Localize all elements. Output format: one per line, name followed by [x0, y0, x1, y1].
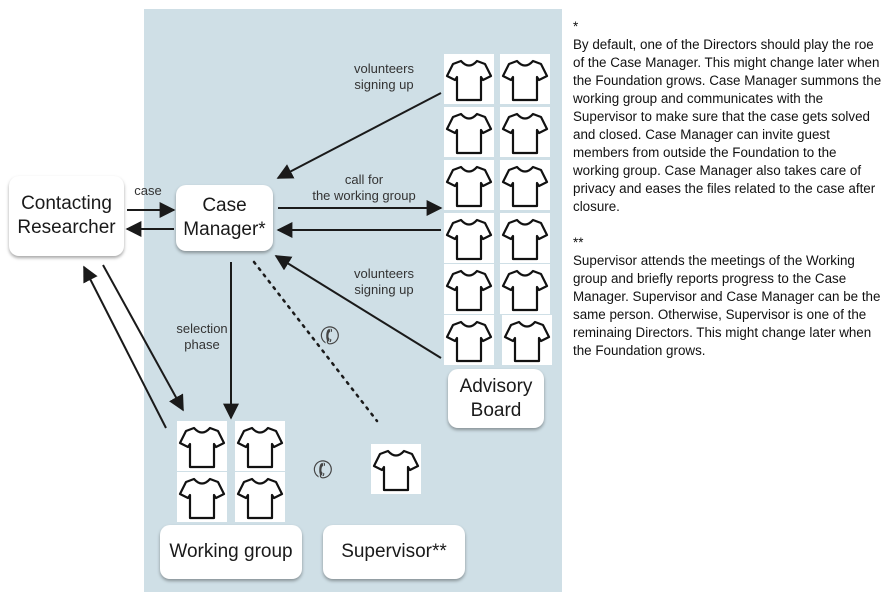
label-volunteers-top: volunteers signing up: [354, 61, 414, 92]
t-shirt-icon: [235, 421, 285, 471]
label-selection-phase: selection phase: [176, 321, 228, 352]
case-manager-node: Case Manager*: [176, 185, 273, 251]
arrow-working-group-to-researcher: [83, 265, 167, 429]
label-case: case: [134, 183, 162, 198]
note-2-marker: **: [573, 235, 584, 250]
arrow-researcher-to-working-group: [102, 264, 184, 412]
label-call-for-working-group: call for the working group: [312, 172, 416, 203]
t-shirt-icon: [444, 54, 494, 104]
t-shirt-icon: [177, 472, 227, 522]
t-shirt-icon: [444, 315, 494, 365]
t-shirt-icon: [444, 107, 494, 157]
notes-panel: * By default, one of the Directors shoul…: [573, 18, 885, 378]
working-group-label: Working group: [169, 541, 293, 562]
note-1-text: By default, one of the Directors should …: [573, 37, 882, 214]
label-volunteers-bottom: volunteers signing up: [354, 266, 414, 297]
t-shirt-icon: [500, 54, 550, 104]
supervisor-label: Supervisor**: [341, 541, 447, 562]
case-manager-label: Case Manager*: [183, 195, 266, 240]
note-1-marker: *: [573, 19, 579, 34]
t-shirt-icon: [500, 107, 550, 157]
dotted-line-case-manager-supervisor: [252, 260, 379, 423]
note-2-text: Supervisor attends the meetings of the W…: [573, 253, 881, 358]
t-shirt-icon: [500, 264, 550, 314]
arrow-board-to-case-manager-top: [276, 92, 442, 179]
t-shirt-icon: [235, 472, 285, 522]
supervisor-node: Supervisor**: [323, 525, 465, 579]
working-group-node: Working group: [160, 525, 302, 579]
contacting-researcher-node: Contacting Researcher: [9, 176, 124, 256]
t-shirt-icon: [500, 213, 550, 263]
t-shirt-icon: [500, 160, 550, 210]
arrow-board-to-case-manager-bottom: [274, 255, 442, 359]
advisory-board-node: Advisory Board: [448, 369, 544, 428]
t-shirt-icon: [444, 160, 494, 210]
t-shirt-icon: [177, 421, 227, 471]
t-shirt-icon: [502, 315, 552, 365]
t-shirt-icon: [444, 213, 494, 263]
advisory-board-label: Advisory Board: [459, 375, 533, 421]
t-shirt-icon: [371, 444, 421, 494]
t-shirt-icon: [444, 264, 494, 314]
contacting-researcher-label: Contacting Researcher: [17, 193, 116, 238]
